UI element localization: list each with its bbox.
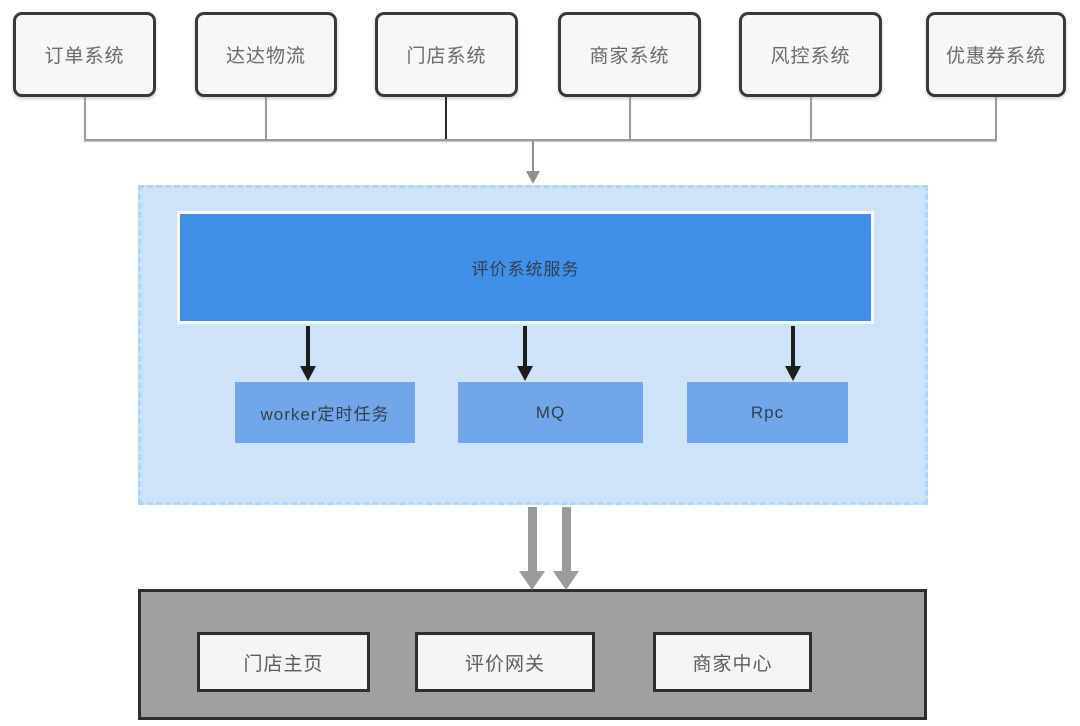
node-dada-logistics: 达达物流 <box>195 12 337 97</box>
arrow-service-to-rpc <box>785 326 801 381</box>
node-risk-system: 风控系统 <box>739 12 882 97</box>
node-store-system: 门店系统 <box>375 12 518 97</box>
connector-merchant-system <box>629 97 631 141</box>
component-worker: worker定时任务 <box>235 382 415 443</box>
arrow-service-to-worker <box>300 326 316 381</box>
connector-risk-system <box>810 97 812 141</box>
arrow-bus-to-service <box>526 141 540 184</box>
connector-coupon-system <box>995 97 997 141</box>
service-main-box: 评价系统服务 <box>177 211 874 324</box>
arrow-service-to-frontend-right <box>553 507 579 590</box>
frontend-review-gateway: 评价网关 <box>415 632 595 692</box>
arrow-service-to-frontend-left <box>519 507 545 590</box>
connector-order-system <box>84 97 86 141</box>
connector-dada-logistics <box>265 97 267 141</box>
frontend-merchant-center: 商家中心 <box>653 632 812 692</box>
arrow-service-to-mq <box>517 326 533 381</box>
node-coupon-system: 优惠券系统 <box>926 12 1066 97</box>
node-merchant-system: 商家系统 <box>558 12 701 97</box>
node-order-system: 订单系统 <box>13 12 156 97</box>
component-rpc: Rpc <box>687 382 848 443</box>
bus-line <box>84 139 997 141</box>
frontend-store-home: 门店主页 <box>197 632 370 692</box>
connector-store-system <box>445 97 447 141</box>
component-mq: MQ <box>458 382 643 443</box>
